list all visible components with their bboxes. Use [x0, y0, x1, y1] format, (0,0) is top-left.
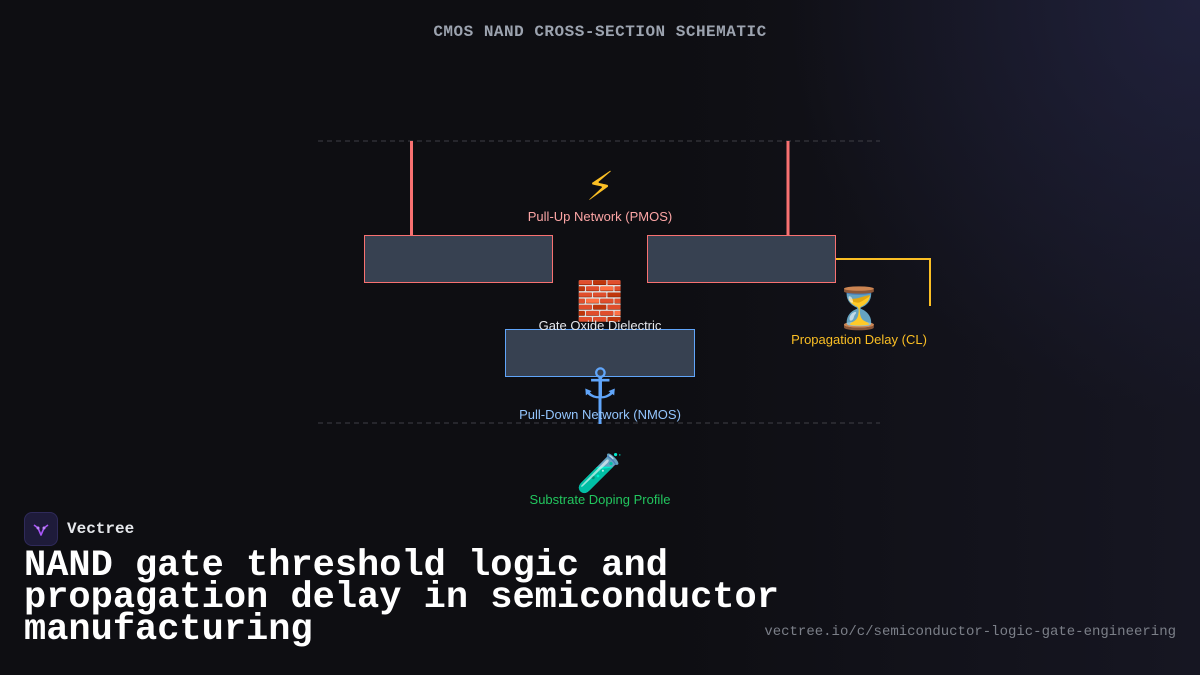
pmos-block-left [364, 235, 553, 283]
lightning-icon: ⚡ [586, 164, 614, 210]
anchor-icon: ⚓ [581, 359, 619, 408]
headline: NAND gate threshold logic and propagatio… [24, 545, 779, 651]
brand: Vectree [24, 512, 134, 546]
test-tube-icon: 🧪 [576, 451, 623, 495]
gate-oxide-label: Gate Oxide Dielectric [539, 318, 662, 333]
pmos-block-right [647, 235, 836, 283]
delay-connector [835, 258, 931, 306]
propagation-delay-label: Propagation Delay (CL) [791, 332, 927, 347]
substrate-label: Substrate Doping Profile [530, 492, 671, 507]
vectree-logo-icon [24, 512, 58, 546]
pull-up-label: Pull-Up Network (PMOS) [528, 209, 672, 224]
pull-down-label: Pull-Down Network (NMOS) [519, 407, 681, 422]
page-url[interactable]: vectree.io/c/semiconductor-logic-gate-en… [764, 624, 1176, 640]
nmos-block [505, 329, 695, 377]
vectree-logo-glyph [33, 524, 49, 536]
brick-icon: 🧱 [576, 279, 623, 323]
brand-name: Vectree [67, 520, 135, 538]
page-title: CMOS NAND CROSS-SECTION SCHEMATIC [433, 23, 767, 41]
hourglass-icon: ⏳ [834, 285, 884, 332]
